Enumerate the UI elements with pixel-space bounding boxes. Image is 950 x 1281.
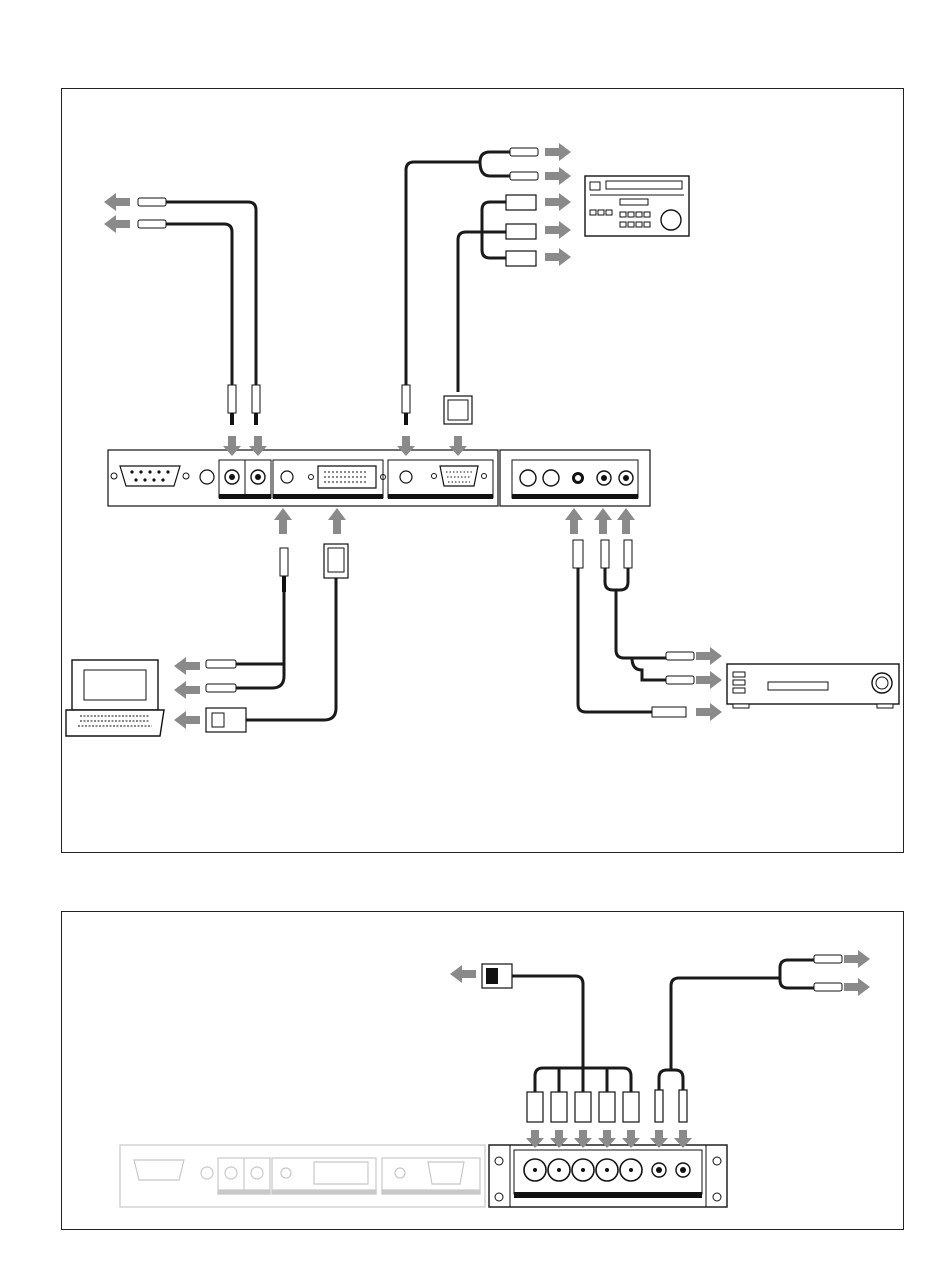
rca-plugs-bottom — [655, 1090, 687, 1122]
rca-plugs-computer — [206, 660, 236, 692]
vga-block — [388, 460, 493, 499]
dvi-block — [273, 460, 386, 499]
audio-cable-left — [166, 202, 256, 385]
bnc-plugs-deck — [506, 195, 536, 266]
deck-bnc-cable — [458, 202, 506, 392]
rca-plugs-vcr — [652, 652, 694, 717]
vcr-icon — [727, 664, 899, 708]
out-arrows-deck — [545, 143, 571, 266]
dvi-plug-computer — [324, 544, 348, 578]
video-cables — [578, 568, 666, 712]
mini-plug-computer — [280, 548, 288, 592]
video-deck-icon — [585, 176, 689, 236]
audio-cable-bottom — [659, 960, 814, 1090]
vga-plug-bottom — [482, 964, 512, 988]
rca-plugs-bottom-right — [814, 955, 842, 991]
rca-plugs-topleft — [138, 198, 166, 228]
rca-plugs-deck — [510, 148, 538, 180]
laptop-icon — [66, 660, 164, 736]
rear-input-panel — [108, 450, 498, 506]
out-arrows-topleft — [104, 193, 130, 233]
rca-plugs-video-top — [573, 540, 632, 568]
computer-cables — [236, 578, 336, 720]
out-arrows-computer — [174, 657, 200, 729]
faded-rear-panel — [120, 1145, 485, 1207]
dvi-plug-end-computer — [206, 708, 246, 732]
mini-plug-deck — [402, 385, 410, 413]
bnc-plugs-bottom — [527, 1092, 639, 1122]
audio-out-block — [219, 460, 271, 499]
vga-plug-top — [444, 396, 472, 424]
mini-plugs-top — [228, 385, 260, 425]
video-input-panel — [500, 450, 650, 506]
bnc-cable-bottom — [512, 976, 631, 1092]
out-arrows-vcr — [696, 647, 722, 721]
bnc-input-board — [489, 1145, 727, 1207]
jack-circle — [200, 470, 214, 484]
input-arrows-bottom — [274, 508, 635, 534]
